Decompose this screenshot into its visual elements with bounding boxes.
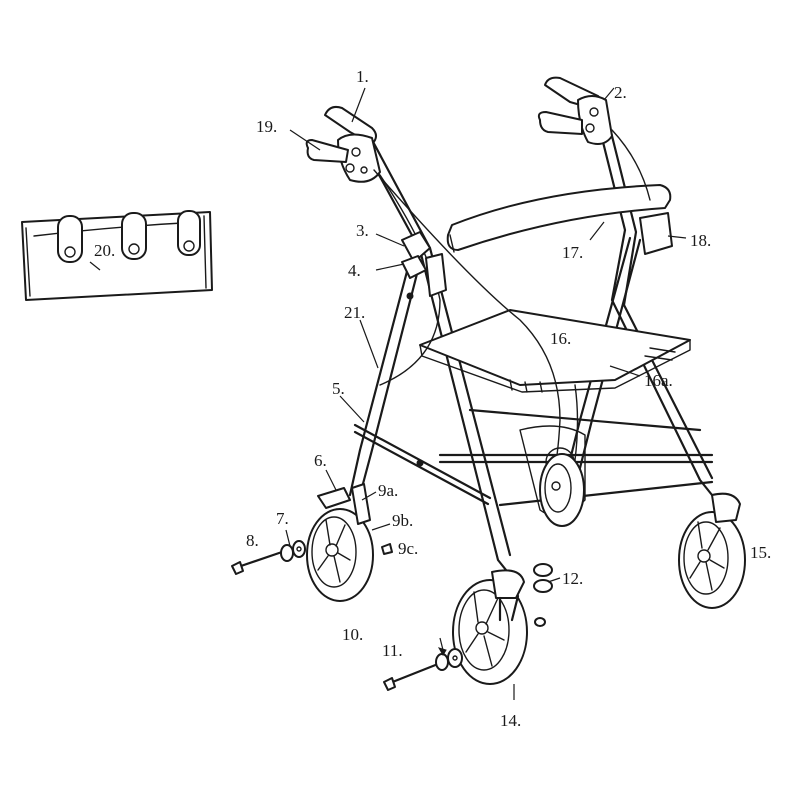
- label-14: 14.: [500, 711, 521, 730]
- label-9a: 9a.: [378, 481, 398, 500]
- label-9c: 9c.: [398, 539, 418, 558]
- height-adjust-knob: [401, 231, 447, 300]
- label-19: 19.: [256, 117, 277, 136]
- label-11: 11.: [382, 641, 403, 660]
- caster-stem-nuts: [533, 563, 553, 627]
- label-1: 1.: [356, 67, 369, 86]
- label-17: 17.: [562, 243, 583, 262]
- label-16a: 16a.: [644, 371, 673, 390]
- label-6: 6.: [314, 451, 327, 470]
- leader-lines: [89, 87, 687, 700]
- label-10: 10.: [342, 625, 363, 644]
- brake-cables: [373, 129, 651, 481]
- label-5: 5.: [332, 379, 345, 398]
- label-20: 20.: [94, 241, 115, 260]
- label-7: 7.: [276, 509, 289, 528]
- label-3: 3.: [356, 221, 369, 240]
- left-handle: [305, 105, 381, 183]
- front-left-wheel: [306, 483, 374, 602]
- part-labels: 1. 2. 19. 3. 4. 17. 18. 20. 21. 16. 16a.…: [94, 67, 771, 730]
- cross-brace: [353, 423, 492, 506]
- front-right-wheel: [452, 569, 528, 685]
- label-12: 12.: [562, 569, 583, 588]
- label-15: 15.: [750, 543, 771, 562]
- front-right-axle-bolt: [383, 637, 463, 691]
- axle-bolt: [231, 540, 393, 575]
- label-8: 8.: [246, 531, 259, 550]
- seat: [419, 309, 691, 393]
- rear-right-wheel: [678, 492, 746, 609]
- right-handle: [537, 76, 613, 145]
- label-16: 16.: [550, 329, 571, 348]
- label-18: 18.: [690, 231, 711, 250]
- label-4: 4.: [348, 261, 361, 280]
- label-2: 2.: [614, 83, 627, 102]
- label-21: 21.: [344, 303, 365, 322]
- backrest: [446, 184, 673, 255]
- rear-left-wheel: [539, 453, 585, 527]
- label-9b: 9b.: [392, 511, 413, 530]
- storage-bag: [21, 210, 213, 301]
